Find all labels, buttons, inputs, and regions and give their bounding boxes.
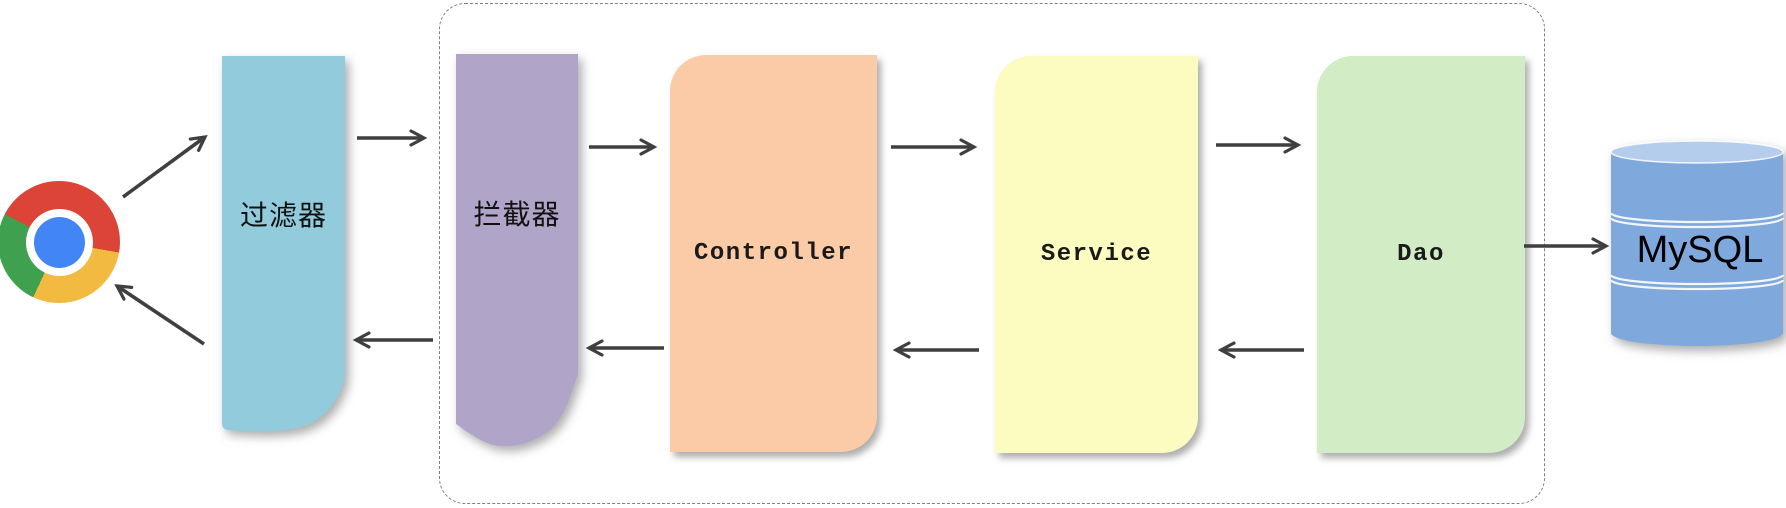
filter-node-fill bbox=[222, 56, 345, 432]
chrome-icon-white-ring bbox=[25, 208, 93, 276]
chrome-icon-blue-core bbox=[33, 216, 85, 268]
controller-node: Controller bbox=[670, 55, 877, 452]
interceptor-node-label: 拦截器 bbox=[473, 199, 561, 230]
mysql-cylinder-band-line bbox=[1609, 217, 1785, 229]
mysql-cylinder-band-line bbox=[1609, 274, 1785, 286]
filter-node-shape bbox=[222, 56, 345, 432]
dao-node-label: Dao bbox=[1397, 241, 1445, 268]
dao-node: Dao bbox=[1317, 56, 1525, 453]
interceptor-node-shape bbox=[456, 54, 578, 447]
mysql-cylinder-body bbox=[1611, 152, 1783, 346]
filter-node-label: 过滤器 bbox=[239, 200, 327, 231]
mysql-cylinder-band-line bbox=[1609, 212, 1785, 224]
service-node: Service bbox=[995, 56, 1198, 453]
mysql-cylinder-top bbox=[1610, 140, 1784, 164]
mysql-database-icon bbox=[1609, 140, 1785, 346]
chrome-icon bbox=[0, 181, 120, 303]
arrow-filter-to-browser-return bbox=[114, 284, 205, 346]
arrow-browser-to-filter bbox=[121, 135, 208, 199]
service-node-label: Service bbox=[1040, 241, 1153, 268]
server-boundary-box bbox=[439, 3, 1545, 504]
mysql-cylinder-band-line bbox=[1609, 279, 1785, 291]
interceptor-node-fill bbox=[456, 54, 578, 447]
controller-node-label: Controller bbox=[693, 240, 854, 267]
mysql-node-label: MySQL bbox=[1636, 229, 1764, 271]
